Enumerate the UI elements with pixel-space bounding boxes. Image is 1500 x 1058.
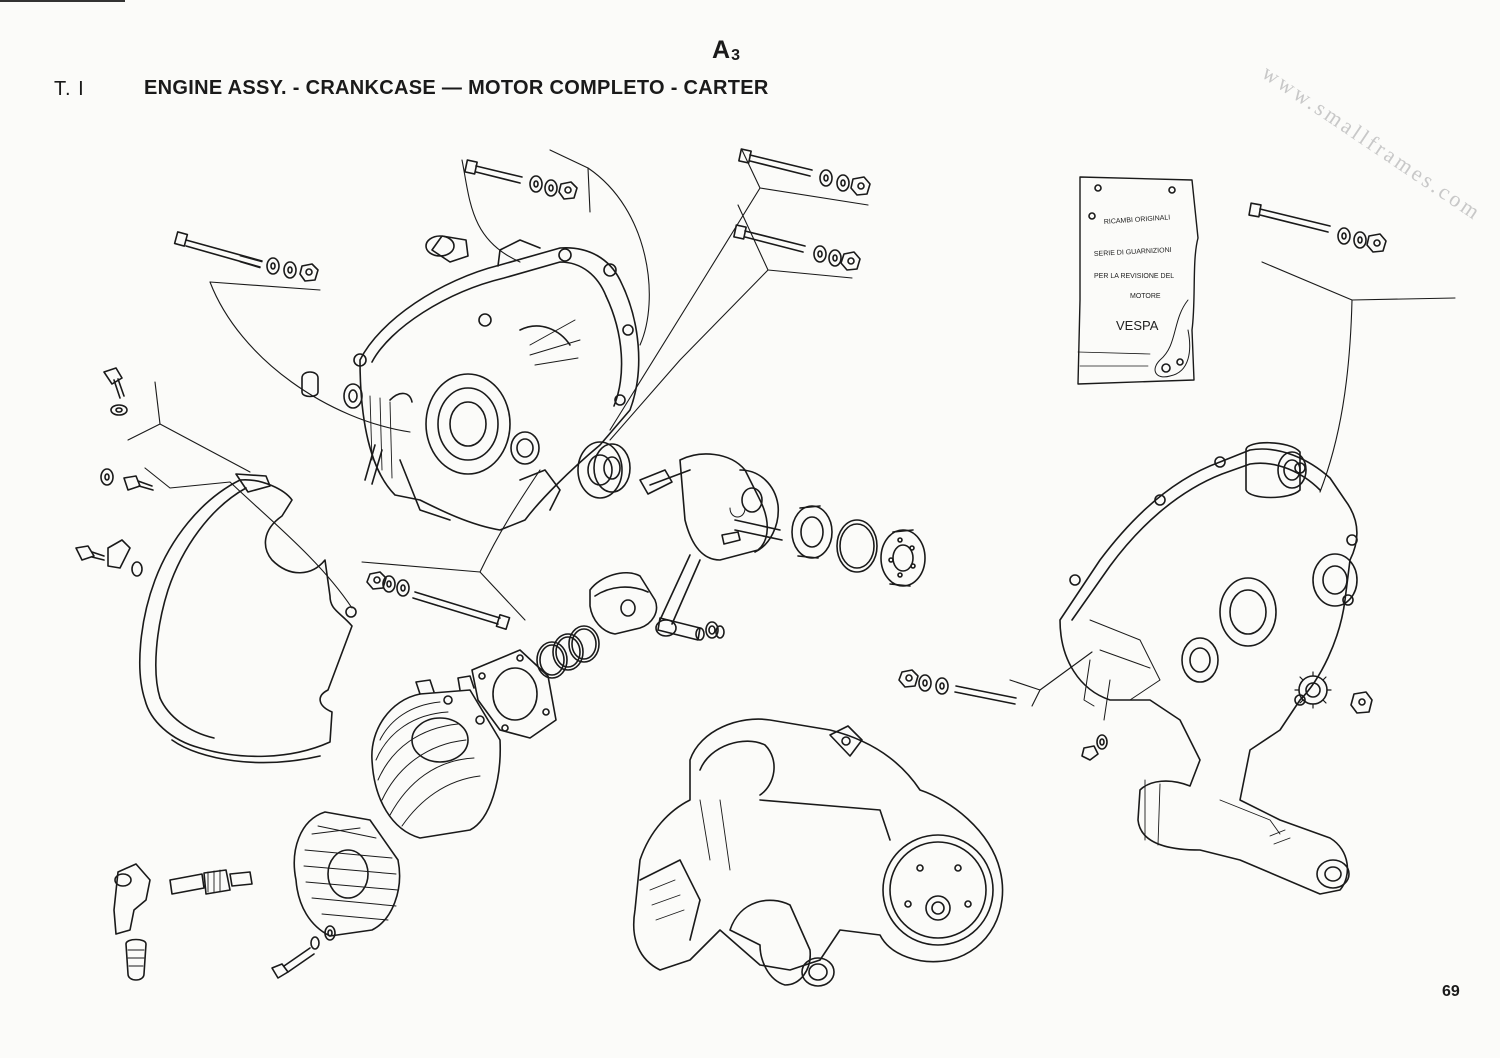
nut-right [1350,691,1373,714]
circlip [836,519,878,573]
cylinder-base-gasket [471,649,557,739]
bolt-set-mid [366,571,511,630]
spark-plug [169,869,253,895]
main-bearing-right [880,529,926,587]
bolt-set-right [1248,202,1387,253]
plate-code: A3 [712,36,740,64]
bag-line-1: RICAMBI ORIGINALI [1104,214,1171,226]
bag-line-2: SERIE DI GUARNIZIONI [1094,247,1172,258]
gear-sprocket [1294,671,1332,709]
bolt-set-top-center [464,159,578,200]
screw-bracket-lower [75,539,143,577]
main-bearing-left [593,443,631,493]
crankshaft [577,441,783,637]
page-title: ENGINE ASSY. - CRANKCASE — MOTOR COMPLET… [144,77,769,99]
right-crankcase-half [1059,441,1358,895]
screw-and-washer-middle [100,468,154,491]
bag-brand: VESPA [1116,318,1159,333]
page-number: 69 [1442,983,1460,1000]
crank-key [721,531,741,545]
suppressor-connector [125,938,147,981]
cylinder-head [293,811,401,937]
leader-lines [127,149,1456,707]
table-number: T. I [54,78,85,100]
plate-code-subscript: 3 [731,47,740,64]
stud-set-lower-right [898,669,1017,705]
washers-lower-right [1081,734,1108,761]
bag-line-4: MOTORE [1130,293,1161,300]
flywheel-cowling [139,473,357,764]
left-crankcase-half [301,235,640,531]
bolt-set-top-right-1 [738,148,871,196]
bag-line-3: PER LA REVISIONE DEL [1094,273,1174,280]
head-nut-and-washer [271,925,336,979]
screw-and-washer-upper [103,367,128,416]
cylinder [371,675,502,839]
spark-plug-cap [113,863,151,935]
piston-pin-and-clips [657,617,725,641]
assembled-engine [633,718,1004,987]
piston [589,572,658,635]
bolt-set-top-left [173,231,319,282]
gasket-set-bag [1077,176,1199,385]
corner-rule [0,0,125,2]
bolt-set-top-right-2 [733,224,861,271]
oil-seal [791,505,833,559]
piston-rings [536,625,600,679]
